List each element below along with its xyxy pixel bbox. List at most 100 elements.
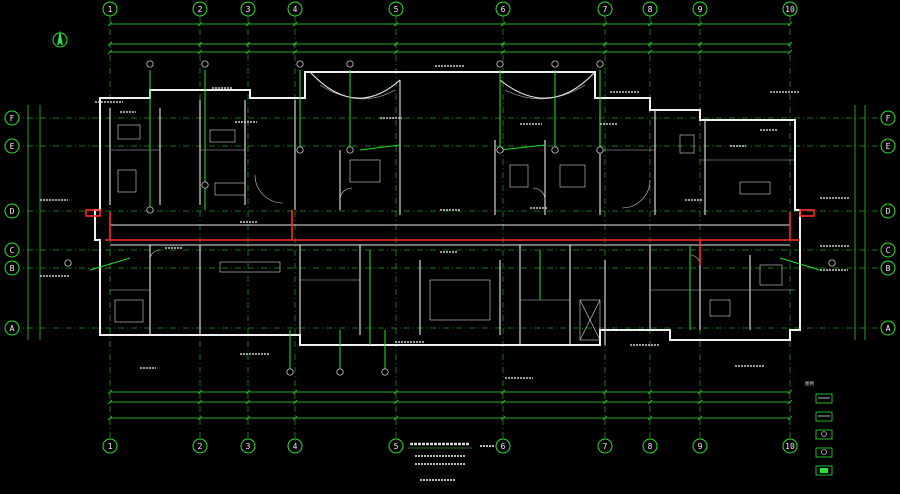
axis-grid bbox=[14, 16, 886, 438]
axis-bubble-row-C-left: C bbox=[4, 242, 20, 258]
axis-bubble-col-2-top: 2 bbox=[192, 1, 208, 17]
riser-marker bbox=[64, 259, 72, 267]
axis-label: 2 bbox=[198, 442, 203, 451]
axis-label: E bbox=[886, 142, 891, 151]
riser-marker bbox=[551, 60, 559, 68]
axis-label: 6 bbox=[501, 5, 506, 14]
riser-marker bbox=[496, 60, 504, 68]
axis-bubble-row-A-left: A bbox=[4, 320, 20, 336]
axis-bubble-col-3-top: 3 bbox=[240, 1, 256, 17]
axis-label: 7 bbox=[603, 442, 608, 451]
riser-marker bbox=[596, 60, 604, 68]
axis-label: 6 bbox=[501, 442, 506, 451]
furniture bbox=[114, 124, 783, 341]
axis-bubble-col-10-top: 10 bbox=[782, 1, 798, 17]
riser-marker bbox=[286, 368, 294, 376]
axis-label: 5 bbox=[394, 5, 399, 14]
axis-label: 1 bbox=[108, 5, 113, 14]
legend-symbol-4 bbox=[815, 447, 833, 458]
axis-label: 4 bbox=[293, 442, 298, 451]
axis-label: 3 bbox=[246, 442, 251, 451]
axis-bubble-col-7-bottom: 7 bbox=[597, 438, 613, 454]
axis-bubble-col-1-bottom: 1 bbox=[102, 438, 118, 454]
north-arrow-icon bbox=[52, 30, 68, 48]
axis-label: 4 bbox=[293, 5, 298, 14]
axis-label: 2 bbox=[198, 5, 203, 14]
axis-bubble-row-B-right: B bbox=[880, 260, 896, 276]
riser-marker bbox=[596, 146, 604, 154]
axis-bubble-col-4-bottom: 4 bbox=[287, 438, 303, 454]
axis-label: F bbox=[10, 114, 15, 123]
dimension-lines bbox=[27, 21, 866, 421]
legend: 图例 bbox=[805, 380, 833, 476]
axis-bubble-row-E-right: E bbox=[880, 138, 896, 154]
pipe-network-red bbox=[85, 209, 815, 265]
legend-symbol-2 bbox=[815, 411, 833, 422]
axis-bubble-col-6-top: 6 bbox=[495, 1, 511, 17]
riser-marker bbox=[828, 259, 836, 267]
axis-label: D bbox=[10, 207, 15, 216]
axis-bubble-col-7-top: 7 bbox=[597, 1, 613, 17]
axis-label: 7 bbox=[603, 5, 608, 14]
axis-bubble-col-9-bottom: 9 bbox=[692, 438, 708, 454]
axis-label: F bbox=[886, 114, 891, 123]
drawing-caption bbox=[408, 442, 495, 481]
axis-label: A bbox=[10, 324, 15, 333]
axis-label: 8 bbox=[648, 5, 653, 14]
riser-marker bbox=[496, 146, 504, 154]
axis-bubble-row-F-left: F bbox=[4, 110, 20, 126]
axis-label: 1 bbox=[108, 442, 113, 451]
axis-bubble-row-E-left: E bbox=[4, 138, 20, 154]
axis-bubble-col-5-top: 5 bbox=[388, 1, 404, 17]
axis-bubble-row-A-right: A bbox=[880, 320, 896, 336]
axis-bubble-col-9-top: 9 bbox=[692, 1, 708, 17]
axis-bubble-row-C-right: C bbox=[880, 242, 896, 258]
axis-label: A bbox=[886, 324, 891, 333]
axis-label: C bbox=[886, 246, 891, 255]
riser-marker bbox=[551, 146, 559, 154]
axis-label: 10 bbox=[785, 5, 795, 14]
axis-label: 3 bbox=[246, 5, 251, 14]
axis-label: B bbox=[10, 264, 15, 273]
axis-bubble-col-8-top: 8 bbox=[642, 1, 658, 17]
riser-marker bbox=[346, 146, 354, 154]
riser-marker bbox=[381, 368, 389, 376]
legend-title: 图例 bbox=[805, 380, 814, 387]
axis-label: 8 bbox=[648, 442, 653, 451]
axis-bubble-col-3-bottom: 3 bbox=[240, 438, 256, 454]
riser-marker bbox=[146, 206, 154, 214]
building-outline bbox=[94, 71, 801, 346]
riser-marker bbox=[296, 60, 304, 68]
riser-marker bbox=[346, 60, 354, 68]
riser-marker bbox=[336, 368, 344, 376]
axis-label: 9 bbox=[698, 5, 703, 14]
axis-label: C bbox=[10, 246, 15, 255]
annotation-marks bbox=[40, 65, 850, 379]
axis-label: 9 bbox=[698, 442, 703, 451]
axis-bubble-col-5-bottom: 5 bbox=[388, 438, 404, 454]
axis-bubble-row-B-left: B bbox=[4, 260, 20, 276]
riser-marker bbox=[146, 60, 154, 68]
axis-bubble-col-2-bottom: 2 bbox=[192, 438, 208, 454]
axis-bubble-col-1-top: 1 bbox=[102, 1, 118, 17]
axis-bubble-col-8-bottom: 8 bbox=[642, 438, 658, 454]
legend-symbol-3 bbox=[815, 429, 833, 440]
axis-label: E bbox=[10, 142, 15, 151]
pipe-risers bbox=[64, 60, 836, 376]
axis-bubble-row-F-right: F bbox=[880, 110, 896, 126]
riser-marker bbox=[201, 60, 209, 68]
door-swings bbox=[149, 174, 701, 266]
legend-symbol-5 bbox=[815, 465, 833, 476]
riser-marker bbox=[201, 181, 209, 189]
axis-label: 10 bbox=[785, 442, 795, 451]
axis-bubble-col-4-top: 4 bbox=[287, 1, 303, 17]
legend-symbol-1 bbox=[815, 393, 833, 404]
riser-marker bbox=[296, 146, 304, 154]
axis-label: D bbox=[886, 207, 891, 216]
entrance-arcs bbox=[309, 71, 596, 100]
axis-bubble-row-D-left: D bbox=[4, 203, 20, 219]
axis-label: B bbox=[886, 264, 891, 273]
axis-bubble-row-D-right: D bbox=[880, 203, 896, 219]
